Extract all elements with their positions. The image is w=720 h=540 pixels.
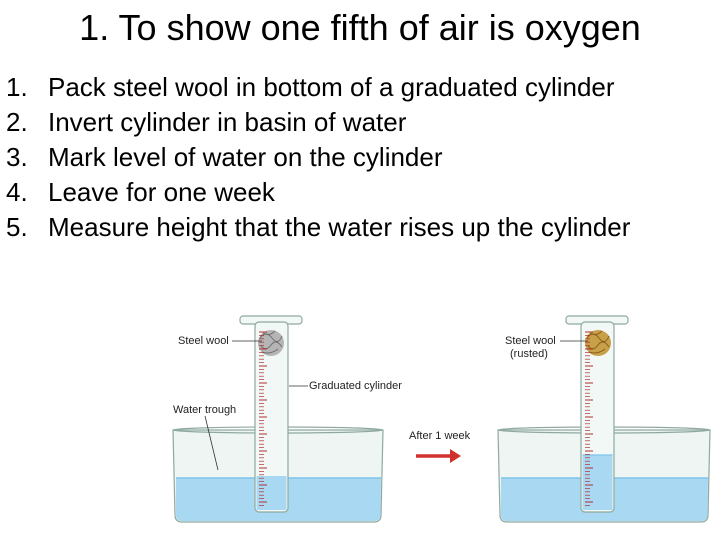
step-text: Leave for one week bbox=[48, 177, 275, 207]
step-item: 2. Invert cylinder in basin of water bbox=[0, 105, 708, 140]
cylinder-scale-ticks bbox=[585, 331, 593, 506]
cylinder-scale-ticks bbox=[259, 331, 267, 506]
step-item: 3. Mark level of water on the cylinder bbox=[0, 140, 708, 175]
step-number: 1. bbox=[6, 72, 28, 102]
after-setup: Steel wool (rusted) bbox=[497, 315, 711, 523]
slide-title: 1. To show one fifth of air is oxygen bbox=[79, 7, 641, 48]
step-number: 4. bbox=[6, 177, 28, 207]
cylinder-water-risen bbox=[582, 455, 613, 510]
arrow-head-icon bbox=[450, 449, 461, 463]
after-one-week-arrow: After 1 week bbox=[409, 430, 471, 463]
step-text: Invert cylinder in basin of water bbox=[48, 107, 407, 137]
step-number: 2. bbox=[6, 107, 28, 137]
arrow-label: After 1 week bbox=[409, 430, 471, 442]
label-leader-line bbox=[204, 415, 219, 471]
step-number: 3. bbox=[6, 142, 28, 172]
cylinder-water bbox=[256, 476, 287, 510]
step-number: 5. bbox=[6, 212, 28, 242]
label-graduated-cylinder: Graduated cylinder bbox=[309, 380, 402, 392]
label-steel-wool: Steel wool bbox=[505, 335, 556, 347]
step-text: Pack steel wool in bottom of a graduated… bbox=[48, 72, 615, 102]
label-water-trough: Water trough bbox=[173, 404, 236, 416]
step-item: 5. Measure height that the water rises u… bbox=[0, 210, 708, 245]
steps-list: 1. Pack steel wool in bottom of a gradua… bbox=[0, 70, 708, 245]
label-steel-wool: Steel wool bbox=[178, 335, 229, 347]
step-text: Measure height that the water rises up t… bbox=[48, 212, 631, 242]
step-text: Mark level of water on the cylinder bbox=[48, 142, 443, 172]
label-rusted: (rusted) bbox=[510, 348, 548, 360]
step-item: 4. Leave for one week bbox=[0, 175, 708, 210]
step-item: 1. Pack steel wool in bottom of a gradua… bbox=[0, 70, 708, 105]
before-setup: Steel wool Graduated cylinder Water trou… bbox=[172, 315, 402, 523]
